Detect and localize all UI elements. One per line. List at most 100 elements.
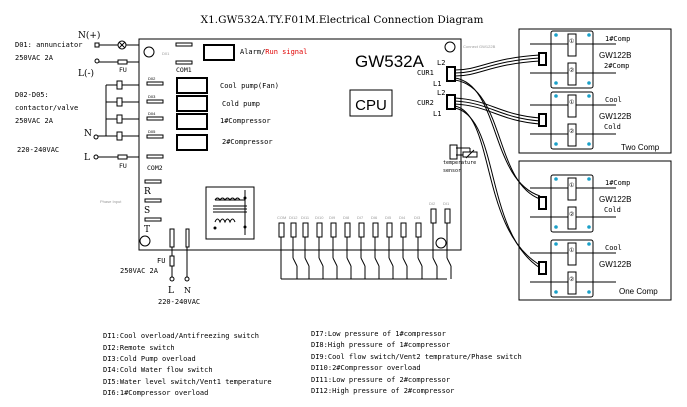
terminal-n-plus [94, 42, 100, 48]
fuse-label-2: FU [119, 162, 127, 170]
switch-contact-icon [432, 257, 438, 267]
cur2-label: CUR2 [417, 99, 434, 107]
bottom-l-label: L [168, 286, 174, 296]
switch-contact-icon [292, 257, 298, 267]
terminal-com1 [175, 60, 193, 65]
terminal-d01 [175, 42, 193, 47]
fuse-icon [117, 154, 128, 160]
screw-icon [554, 242, 558, 246]
module-name: GW122B [599, 260, 631, 269]
switch-contact-icon [417, 257, 423, 267]
cur2-connector [446, 94, 456, 110]
di-terminal [358, 222, 365, 238]
legend-item: DI5:Water level switch/Vent1 temperature [103, 378, 272, 386]
legend-item: DI6:1#Compressor overload [103, 389, 208, 397]
phase-input-label: Phase Input [100, 199, 122, 204]
gw122b-module [550, 239, 594, 298]
controller-board [138, 38, 462, 251]
com2-label: COM2 [147, 164, 163, 172]
d02-rating: 250VAC 2A [15, 117, 54, 125]
phase-t: T [144, 225, 150, 235]
di-terminal [372, 222, 379, 238]
ct-coil-2 [567, 62, 577, 86]
legend-item: DI4:Cold Water flow switch [103, 366, 213, 374]
l2-label-1: L2 [437, 59, 445, 67]
port-d01: D01 [162, 51, 170, 56]
module-bottom-label: 2#Comp [604, 62, 629, 70]
screw-icon [554, 177, 558, 181]
d02-description-1: D02-D05: [15, 91, 49, 99]
gw122b-module [550, 174, 594, 233]
gw122b-module [550, 91, 594, 150]
di-terminal [430, 208, 437, 224]
terminal-d02 [146, 81, 164, 86]
l1-label-1: L1 [433, 80, 441, 88]
module-connector [538, 261, 547, 275]
legend-item: DI7:Low pressure of 1#compressor [311, 330, 446, 338]
phase-s: S [144, 206, 150, 216]
contactor-coil-icon [116, 97, 123, 107]
module-name: GW122B [599, 51, 631, 60]
di-terminal [330, 222, 337, 238]
terminal-n [93, 134, 99, 140]
terminal-r [144, 179, 162, 184]
output-label-compressor-2: 2#Compressor [222, 138, 273, 146]
cur1-connector [446, 66, 456, 82]
di-terminal-label: DI7 [357, 215, 364, 220]
bottom-supply: 220-240VAC [158, 298, 200, 306]
module-top-label: Cool [605, 244, 622, 252]
di-terminal-label: DI1 [443, 201, 450, 206]
module-connector [538, 113, 547, 127]
di-terminal-label: DI4 [399, 215, 406, 220]
switch-contact-icon [346, 257, 352, 267]
sensor-terminal [449, 144, 458, 160]
terminal-l-minus [94, 58, 100, 64]
gw122b-module [550, 30, 594, 89]
l-label: L [84, 153, 90, 163]
screw-icon [587, 177, 591, 181]
coil-mark: ② [569, 67, 574, 74]
module-top-label: 1#Comp [605, 179, 630, 187]
di-terminal [316, 222, 323, 238]
contactor-coils [98, 80, 139, 141]
screw-icon [554, 225, 558, 229]
di-terminal [290, 222, 297, 238]
terminal-d05 [146, 134, 164, 139]
screw-icon [587, 94, 591, 98]
coil-mark: ② [569, 211, 574, 218]
di-terminal-label: DI6 [371, 215, 378, 220]
screw-icon [554, 81, 558, 85]
di-terminal-label: DI5 [385, 215, 392, 220]
terminal-t [144, 217, 162, 222]
di-terminal-label: DI12 [289, 215, 298, 220]
terminal-l-bottom [169, 276, 175, 282]
transformer-icon [205, 186, 255, 240]
module-top-label: Cool [605, 96, 622, 104]
legend-item: DI12:High pressure of 2#compressor [311, 387, 454, 395]
bottom-rating: 250VAC 2A [120, 267, 159, 275]
screw-icon [587, 225, 591, 229]
screw-icon [587, 142, 591, 146]
switch-contact-icon [318, 257, 324, 267]
mount-hole-icon [139, 235, 151, 247]
legend-item: DI2:Remote switch [103, 344, 175, 352]
port-d02: D02 [148, 76, 156, 81]
relay-cold-pump [176, 95, 208, 112]
relay-cool-pump [176, 77, 208, 94]
output-label-cold-pump: Cold pump [222, 100, 260, 108]
relay-compressor-1 [176, 113, 208, 130]
ct-coil-1 [567, 242, 577, 266]
di-terminal-label: DI3 [414, 215, 421, 220]
di-terminal [302, 222, 309, 238]
supply-voltage: 220-240VAC [17, 146, 59, 154]
coil-mark: ② [569, 128, 574, 135]
switch-contact-icon [332, 257, 338, 267]
di-terminal [444, 208, 451, 224]
screw-icon [554, 142, 558, 146]
legend-item: DI11:Low pressure of 2#compressor [311, 376, 450, 384]
switch-contact-icon [360, 257, 366, 267]
d01-description: D01: annunciator [15, 41, 82, 49]
n-plus-label: N(+) [78, 30, 100, 41]
module-connector [538, 52, 547, 66]
l2-label-2: L2 [437, 89, 445, 97]
